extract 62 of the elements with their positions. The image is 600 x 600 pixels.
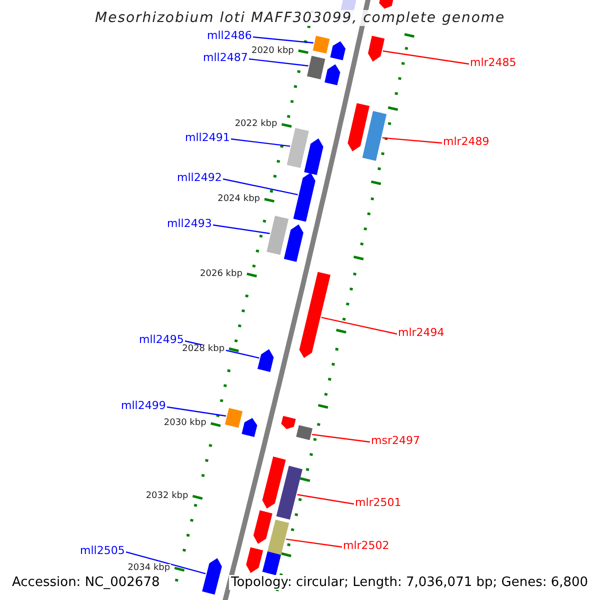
gene-symbol xyxy=(284,224,304,262)
gene-label: mlr2485 xyxy=(470,57,516,68)
gene-block xyxy=(267,520,290,555)
gene-label: mll2499 xyxy=(121,400,166,411)
leader-line xyxy=(222,178,298,196)
gene-symbol xyxy=(262,456,286,509)
gene-block xyxy=(276,466,302,520)
gene-symbol xyxy=(242,418,258,437)
gene-label: mlr2502 xyxy=(343,540,390,551)
gene-block xyxy=(307,56,326,80)
gene-label: mll2505 xyxy=(80,545,125,556)
gene-symbol xyxy=(246,547,264,573)
leader-line xyxy=(312,434,370,443)
gene-symbol xyxy=(348,103,370,152)
gene-label: mlr2489 xyxy=(443,136,490,147)
gene-block xyxy=(296,425,312,440)
gene-symbol xyxy=(202,558,222,595)
gene-label: mll2487 xyxy=(203,52,248,63)
leader-line xyxy=(382,50,470,65)
tick-label: 2030 kbp xyxy=(162,419,208,428)
accession-text: Accession: NC_002678 xyxy=(10,575,162,590)
tick-label: 2026 kbp xyxy=(199,270,244,279)
leader-line xyxy=(248,58,308,66)
tick-label: 2032 kbp xyxy=(144,492,190,502)
gene-block xyxy=(266,216,289,255)
gene-block xyxy=(362,111,387,161)
leader-line xyxy=(252,36,314,44)
gene-symbol xyxy=(253,510,272,544)
gene-block xyxy=(262,551,281,576)
leader-line xyxy=(212,224,270,234)
leader-line xyxy=(382,137,442,144)
gene-symbol xyxy=(368,36,385,62)
genome-summary: Topology: circular; Length: 7,036,071 bp; Genes: 6,800 xyxy=(229,575,590,590)
tick-label: 2034 kbp xyxy=(126,564,172,573)
tick-label: 2020 kbp xyxy=(250,46,295,56)
leader-line xyxy=(297,494,354,505)
leader-line xyxy=(286,538,342,548)
tick-label: 2024 kbp xyxy=(216,195,261,204)
gene-label: mll2492 xyxy=(177,172,222,183)
gene-label: mll2491 xyxy=(185,132,230,143)
gene-symbol xyxy=(324,64,340,86)
gene-block xyxy=(286,128,309,168)
tick-label: 2028 kbp xyxy=(181,344,226,354)
gene-symbol xyxy=(299,272,330,358)
gene-symbol xyxy=(304,138,324,175)
gene-label: mlr2501 xyxy=(355,497,402,508)
gene-label: msr2497 xyxy=(371,435,420,446)
gene-symbol xyxy=(281,416,296,430)
gene-block xyxy=(224,408,243,428)
leader-line xyxy=(126,551,206,574)
leader-line xyxy=(230,138,290,147)
gene-symbol xyxy=(258,349,274,372)
gene-block xyxy=(312,36,330,54)
gene-label: mll2486 xyxy=(207,30,252,41)
gene-label: mlr2494 xyxy=(398,327,444,338)
leader-line xyxy=(166,406,226,417)
gene-label: mll2495 xyxy=(139,334,184,345)
gene-symbol xyxy=(330,41,346,60)
leader-line xyxy=(321,316,398,335)
gene-label: mll2493 xyxy=(167,218,212,229)
gene-symbol xyxy=(293,172,316,222)
tick-label: 2022 kbp xyxy=(234,120,278,130)
